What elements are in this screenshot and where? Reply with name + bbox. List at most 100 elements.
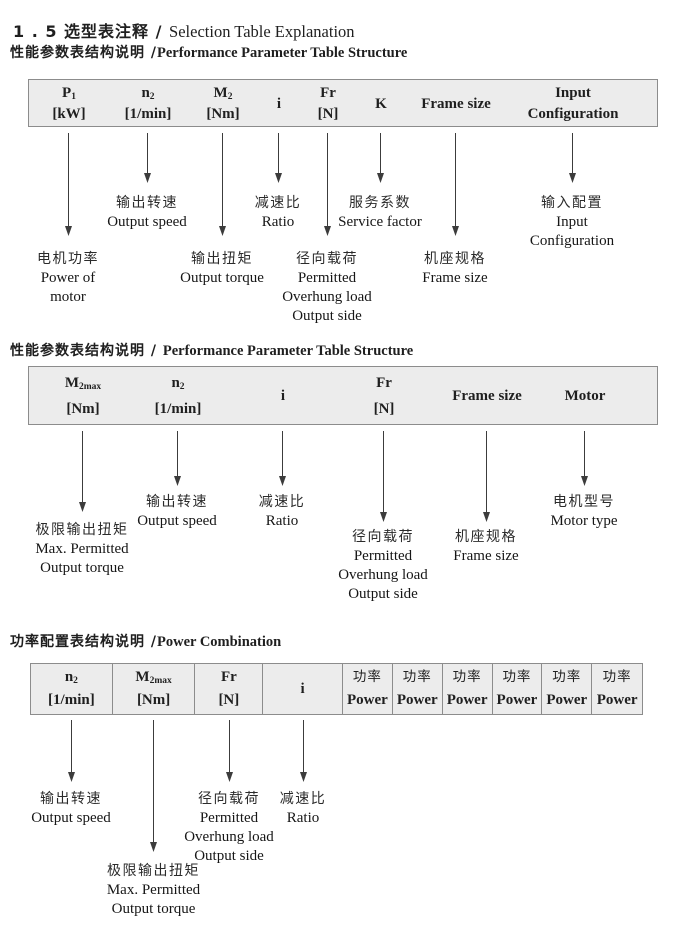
column-header: Frame size xyxy=(452,367,522,426)
header-line2: [kW] xyxy=(52,106,86,123)
callout-line: Power of xyxy=(40,270,96,286)
header-line1: Fr xyxy=(320,85,336,102)
column-header: n2[1/min] xyxy=(155,367,202,426)
column-header: M2max [Nm] xyxy=(113,664,196,714)
header-subscript: 2max xyxy=(79,382,102,393)
header-line2: [N] xyxy=(317,106,339,123)
callout-line: 机座规格 xyxy=(423,251,486,267)
heading-en: Performance Parameter Table Structure xyxy=(162,343,414,359)
header-text: Frame size xyxy=(421,95,491,112)
callout-line: Overhung load xyxy=(184,829,274,845)
header-line2: [N] xyxy=(373,400,395,417)
callout-line: Overhung load xyxy=(338,567,428,583)
down-arrow-icon xyxy=(173,431,181,486)
header-line1: i xyxy=(301,681,305,698)
column-header: M2max[Nm] xyxy=(65,367,101,426)
header-text: n xyxy=(64,669,74,686)
header-text: 功率 xyxy=(602,669,632,686)
header-subscript: 2 xyxy=(179,382,185,393)
header-line2: Power xyxy=(446,691,488,708)
column-header: Fr[N] xyxy=(195,664,264,714)
callout-label: 减速比 Ratio xyxy=(280,790,327,828)
callout-line: Output torque xyxy=(180,270,264,286)
header-text: Fr xyxy=(320,84,336,101)
down-arrow xyxy=(173,431,182,486)
callout-line: Output side xyxy=(194,848,264,864)
heading-en: Power Combination xyxy=(157,634,282,650)
down-arrow xyxy=(299,720,308,782)
header-text: 功率 xyxy=(352,669,382,686)
down-arrow xyxy=(323,133,332,236)
heading-cn: 性能参数表结构说明 / xyxy=(10,45,157,61)
header-line2: [Nm] xyxy=(136,691,171,708)
callout-line: 电机功率 xyxy=(37,251,99,267)
header-line1: M2max xyxy=(65,375,101,392)
header-text: i xyxy=(300,680,305,697)
header-text: 功率 xyxy=(552,669,582,686)
header-line2: [Nm] xyxy=(206,106,240,123)
callout-line: Configuration xyxy=(529,233,615,249)
header-line2: [1/min] xyxy=(48,691,95,708)
down-arrow xyxy=(376,133,385,183)
column-header: Frame size xyxy=(421,80,491,128)
header-line1: n2 xyxy=(141,85,154,102)
callout-line: 输出转速 xyxy=(115,195,178,211)
header-line2: [1/min] xyxy=(124,106,172,123)
down-arrow-icon xyxy=(150,720,157,852)
callout-line: Overhung load xyxy=(282,289,372,305)
header-subscript: 2 xyxy=(73,676,78,687)
callout-line: 减速比 xyxy=(279,791,327,807)
header-line1: i xyxy=(281,388,285,405)
callout-line: 输入配置 xyxy=(541,195,603,211)
down-arrow-icon xyxy=(278,431,286,486)
callout-line: Output speed xyxy=(137,513,217,529)
down-arrow-icon xyxy=(568,133,576,183)
header-line1: M2max xyxy=(135,669,171,686)
callout-line: Permitted xyxy=(199,810,259,826)
down-arrow xyxy=(482,431,491,522)
down-arrow-icon xyxy=(482,431,490,522)
heading-en: Performance Parameter Table Structure xyxy=(157,45,408,61)
callout-line: 机座规格 xyxy=(454,529,517,545)
section-heading-performance-1: 性能参数表结构说明 /Performance Parameter Table S… xyxy=(10,37,407,64)
page-title-en: Selection Table Explanation xyxy=(169,22,355,41)
header-line1: n2 xyxy=(171,375,184,392)
header-subscript: 2 xyxy=(149,91,155,102)
header-subscript: 2 xyxy=(227,91,233,102)
callout-line: 极限输出扭矩 xyxy=(35,522,129,538)
header-line2: Configuration xyxy=(527,106,619,123)
header-line1: Frame size xyxy=(452,388,522,405)
callout-line: Input xyxy=(556,214,588,230)
header-text: i xyxy=(276,95,282,112)
heading-cn: 功率配置表结构说明 / xyxy=(10,634,157,650)
callout-line: 减速比 xyxy=(254,195,302,211)
down-arrow-icon xyxy=(218,133,226,236)
header-line1: 功率 xyxy=(353,669,382,686)
header-text: Fr xyxy=(376,375,392,392)
down-arrow-icon xyxy=(580,431,588,486)
callout-line: Permitted xyxy=(353,548,413,564)
callout-line: Permitted xyxy=(297,270,357,286)
down-arrow xyxy=(278,431,287,486)
header-line1: 功率 xyxy=(603,669,632,686)
callout-line: Ratio xyxy=(286,810,320,826)
column-header: i xyxy=(263,664,343,714)
header-line2: Power xyxy=(546,691,588,708)
header-line2: Power xyxy=(396,691,438,708)
header-line1: 功率 xyxy=(552,669,581,686)
down-arrow-icon xyxy=(379,431,387,522)
